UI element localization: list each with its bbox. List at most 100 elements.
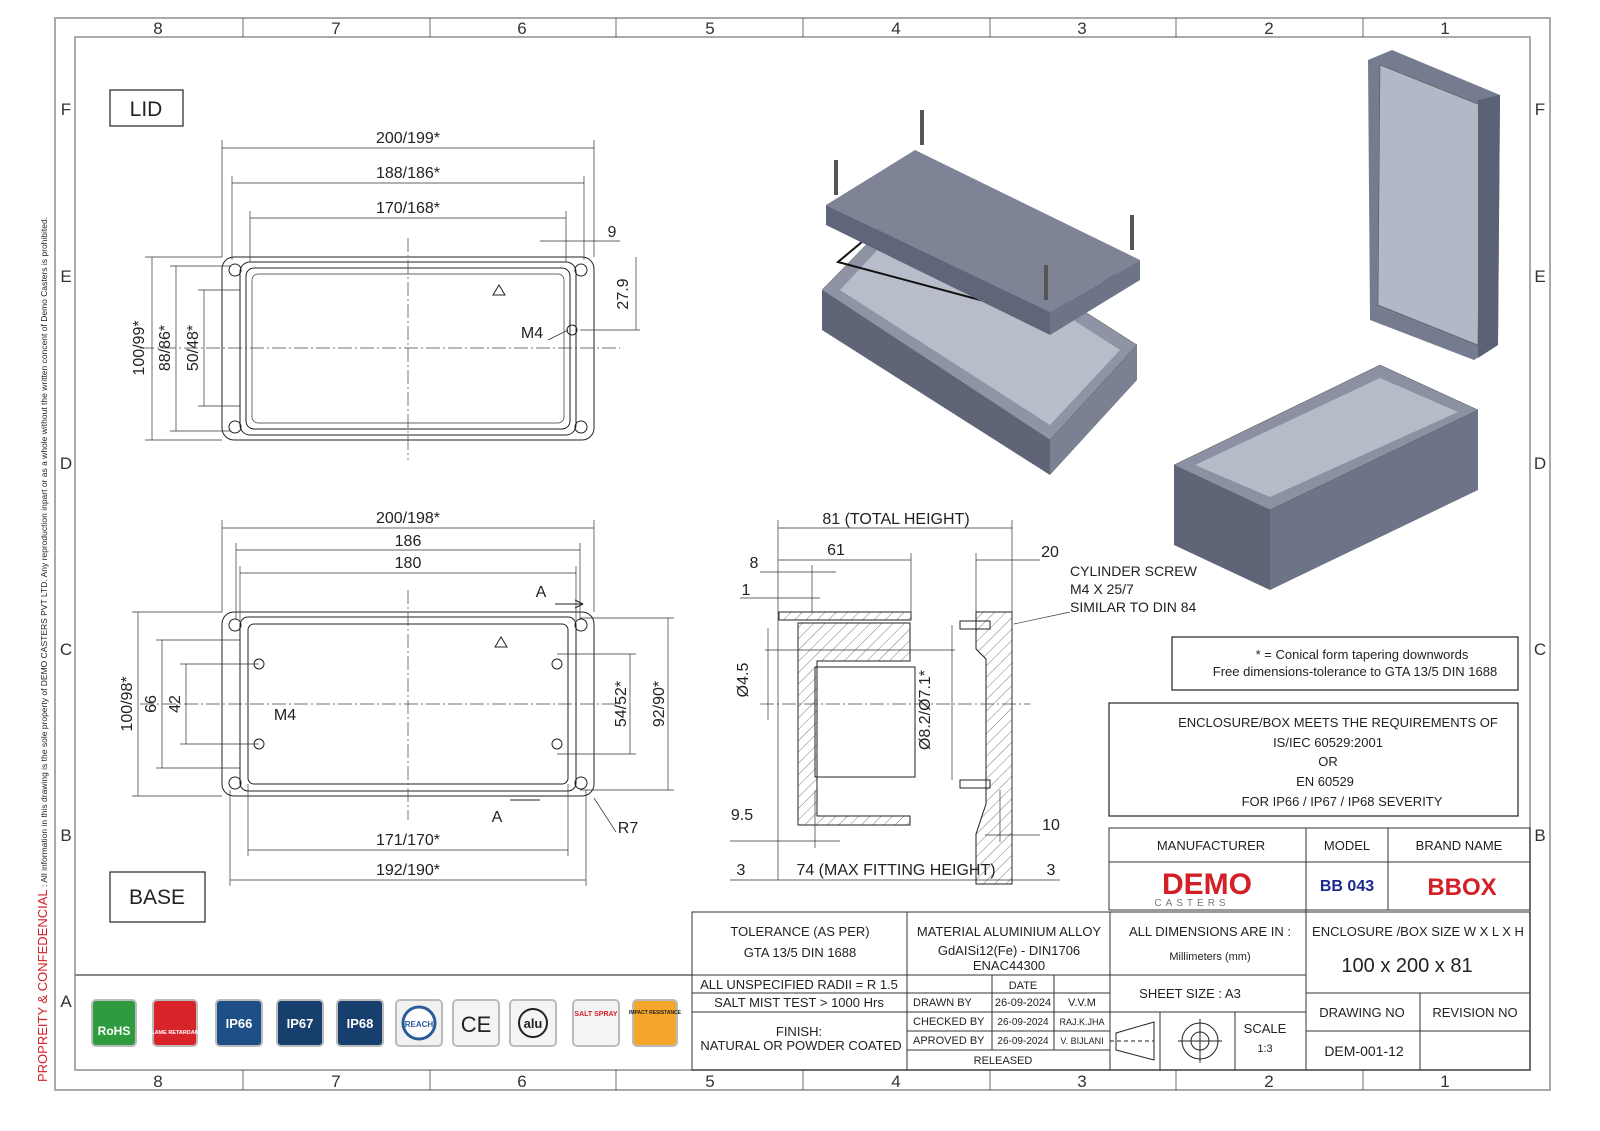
standard-note-1: ENCLOSURE/BOX MEETS THE REQUIREMENTS OF (1178, 715, 1498, 730)
svg-text:RoHS: RoHS (98, 1024, 131, 1038)
section-dia-4-5: Ø4.5 (735, 663, 752, 698)
base-width-inner: 180 (395, 555, 422, 572)
lid-thread-m4: M4 (521, 325, 543, 342)
scale-label: SCALE (1244, 1021, 1287, 1036)
ip68-badge: IP68 (336, 999, 384, 1047)
col-label: 4 (891, 1072, 900, 1091)
svg-text:IMPACT RESISTANCE: IMPACT RESISTANCE (629, 1010, 682, 1016)
material-line-1: MATERIAL ALUMINIUM ALLOY (917, 924, 1102, 939)
demo-logo-sub: CASTERS (1154, 898, 1229, 909)
lid-3d-view (1368, 50, 1500, 360)
col-label: 2 (1264, 1072, 1273, 1091)
confidential-label: PROPREITY & CONFEDENCIAL (35, 889, 50, 1082)
standard-note-2: IS/IEC 60529:2001 (1273, 735, 1383, 750)
base-width-outer: 200/198* (376, 510, 440, 527)
standard-note-box (1108, 702, 1519, 817)
col-label: 4 (891, 19, 900, 38)
section-view (760, 611, 1030, 885)
lid-width-inner: 170/168* (376, 200, 440, 217)
salt-mist-note: SALT MIST TEST > 1000 Hrs (714, 995, 884, 1010)
row-labels-left: F E D C B A (60, 100, 72, 1011)
lid-label: LID (130, 98, 163, 121)
ip66-badge: IP66 (215, 999, 263, 1047)
svg-text:IP68: IP68 (347, 1016, 374, 1031)
units-value: Millimeters (mm) (1169, 951, 1250, 963)
lid-label-box (109, 89, 184, 127)
checked-by-name: RAJ.K.JHA (1059, 1017, 1104, 1027)
svg-text:alu: alu (524, 1016, 543, 1031)
confidential-text: : All information in this drawing is the… (39, 217, 49, 889)
standard-note-4: EN 60529 (1296, 774, 1354, 789)
section-dim-10: 10 (1042, 817, 1060, 834)
base-label: BASE (129, 886, 185, 909)
col-label: 5 (705, 1072, 714, 1091)
conical-note-2: Free dimensions-tolerance to GTA 13/5 DI… (1213, 664, 1497, 679)
drawn-by-label: DRAWN BY (913, 997, 973, 1009)
zone-ticks (242, 18, 1364, 1090)
lid-width-mid: 188/186* (376, 165, 440, 182)
lid-height-outer: 100/99* (131, 320, 148, 375)
box-size-label: ENCLOSURE /BOX SIZE W X L X H (1312, 924, 1524, 939)
drawing-no-value: DEM-001-12 (1324, 1043, 1404, 1059)
col-label: 6 (517, 19, 526, 38)
row-label: F (61, 100, 71, 119)
approved-date: 26-09-2024 (997, 1036, 1049, 1047)
outer-frame (54, 17, 1551, 1091)
svg-text:IP67: IP67 (287, 1016, 314, 1031)
flame-retardant-badge: FLAME RETARDANT (148, 999, 203, 1047)
drawn-date: 26-09-2024 (995, 997, 1051, 1009)
units-label: ALL DIMENSIONS ARE IN : (1129, 924, 1291, 939)
screw-note-2: M4 X 25/7 (1070, 581, 1134, 597)
material-line-3: ENAC44300 (973, 958, 1045, 973)
section-dim-3-left: 3 (737, 862, 746, 879)
svg-text:REACH: REACH (405, 1020, 434, 1029)
base-width-mid: 186 (395, 533, 422, 550)
base-height-66: 66 (143, 695, 160, 713)
released-label: RELEASED (974, 1055, 1033, 1067)
col-label: 5 (705, 19, 714, 38)
conical-note-1: * = Conical form tapering downwords (1256, 647, 1469, 662)
radii-note: ALL UNSPECIFIED RADII = R 1.5 (700, 977, 898, 992)
lid-dim-9: 9 (608, 224, 617, 241)
box-size-value: 100 x 200 x 81 (1341, 955, 1472, 977)
lid-height-inner: 50/48* (185, 325, 202, 371)
base-thread-m4: M4 (274, 707, 296, 724)
section-dia-8-2: Ø8.2/Ø7.1* (917, 670, 934, 750)
projection-symbol-icon (1110, 1019, 1222, 1063)
row-label: E (1534, 267, 1545, 286)
section-total-height: 81 (TOTAL HEIGHT) (822, 511, 969, 528)
model-header: MODEL (1324, 838, 1370, 853)
section-dim-8: 8 (750, 555, 759, 572)
base-dimension-lines (132, 520, 674, 886)
col-label: 7 (331, 1072, 340, 1091)
title-block-lines (691, 827, 1531, 1071)
row-label: C (60, 640, 72, 659)
base-radius-r7: R7 (618, 820, 639, 837)
tolerance-line-2: GTA 13/5 DIN 1688 (744, 945, 857, 960)
row-label: D (60, 454, 72, 473)
section-dim-61: 61 (827, 542, 845, 559)
svg-text:FLAME RETARDANT: FLAME RETARDANT (148, 1030, 203, 1036)
section-marker-a-top: A (536, 584, 547, 601)
base-bottom-inner: 171/170* (376, 832, 440, 849)
certification-badges: RoHS FLAME RETARDANT IP66 IP67 IP68 REAC… (91, 999, 682, 1047)
rohs-badge: RoHS (91, 999, 137, 1047)
brand-header: BRAND NAME (1416, 838, 1503, 853)
section-fitting-height: 74 (MAX FITTING HEIGHT) (796, 862, 995, 879)
base-3d-view (1173, 364, 1479, 590)
screw-note-1: CYLINDER SCREW (1070, 563, 1198, 579)
row-label: D (1534, 454, 1546, 473)
aluminium-recycle-badge: alu (509, 999, 557, 1047)
demo-logo: DEMO (1162, 868, 1252, 901)
svg-text:SALT SPRAY: SALT SPRAY (574, 1011, 618, 1018)
section-dimension-lines (730, 520, 1071, 881)
base-height-54: 54/52* (613, 681, 630, 727)
row-label: C (1534, 640, 1546, 659)
section-dim-20: 20 (1041, 544, 1059, 561)
checked-by-label: CHECKED BY (913, 1016, 985, 1028)
base-height-outer: 100/98* (119, 676, 136, 731)
checked-date: 26-09-2024 (997, 1017, 1049, 1028)
reach-badge: REACH (395, 999, 443, 1047)
finish-value: NATURAL OR POWDER COATED (700, 1038, 901, 1053)
lid-view (140, 238, 620, 460)
